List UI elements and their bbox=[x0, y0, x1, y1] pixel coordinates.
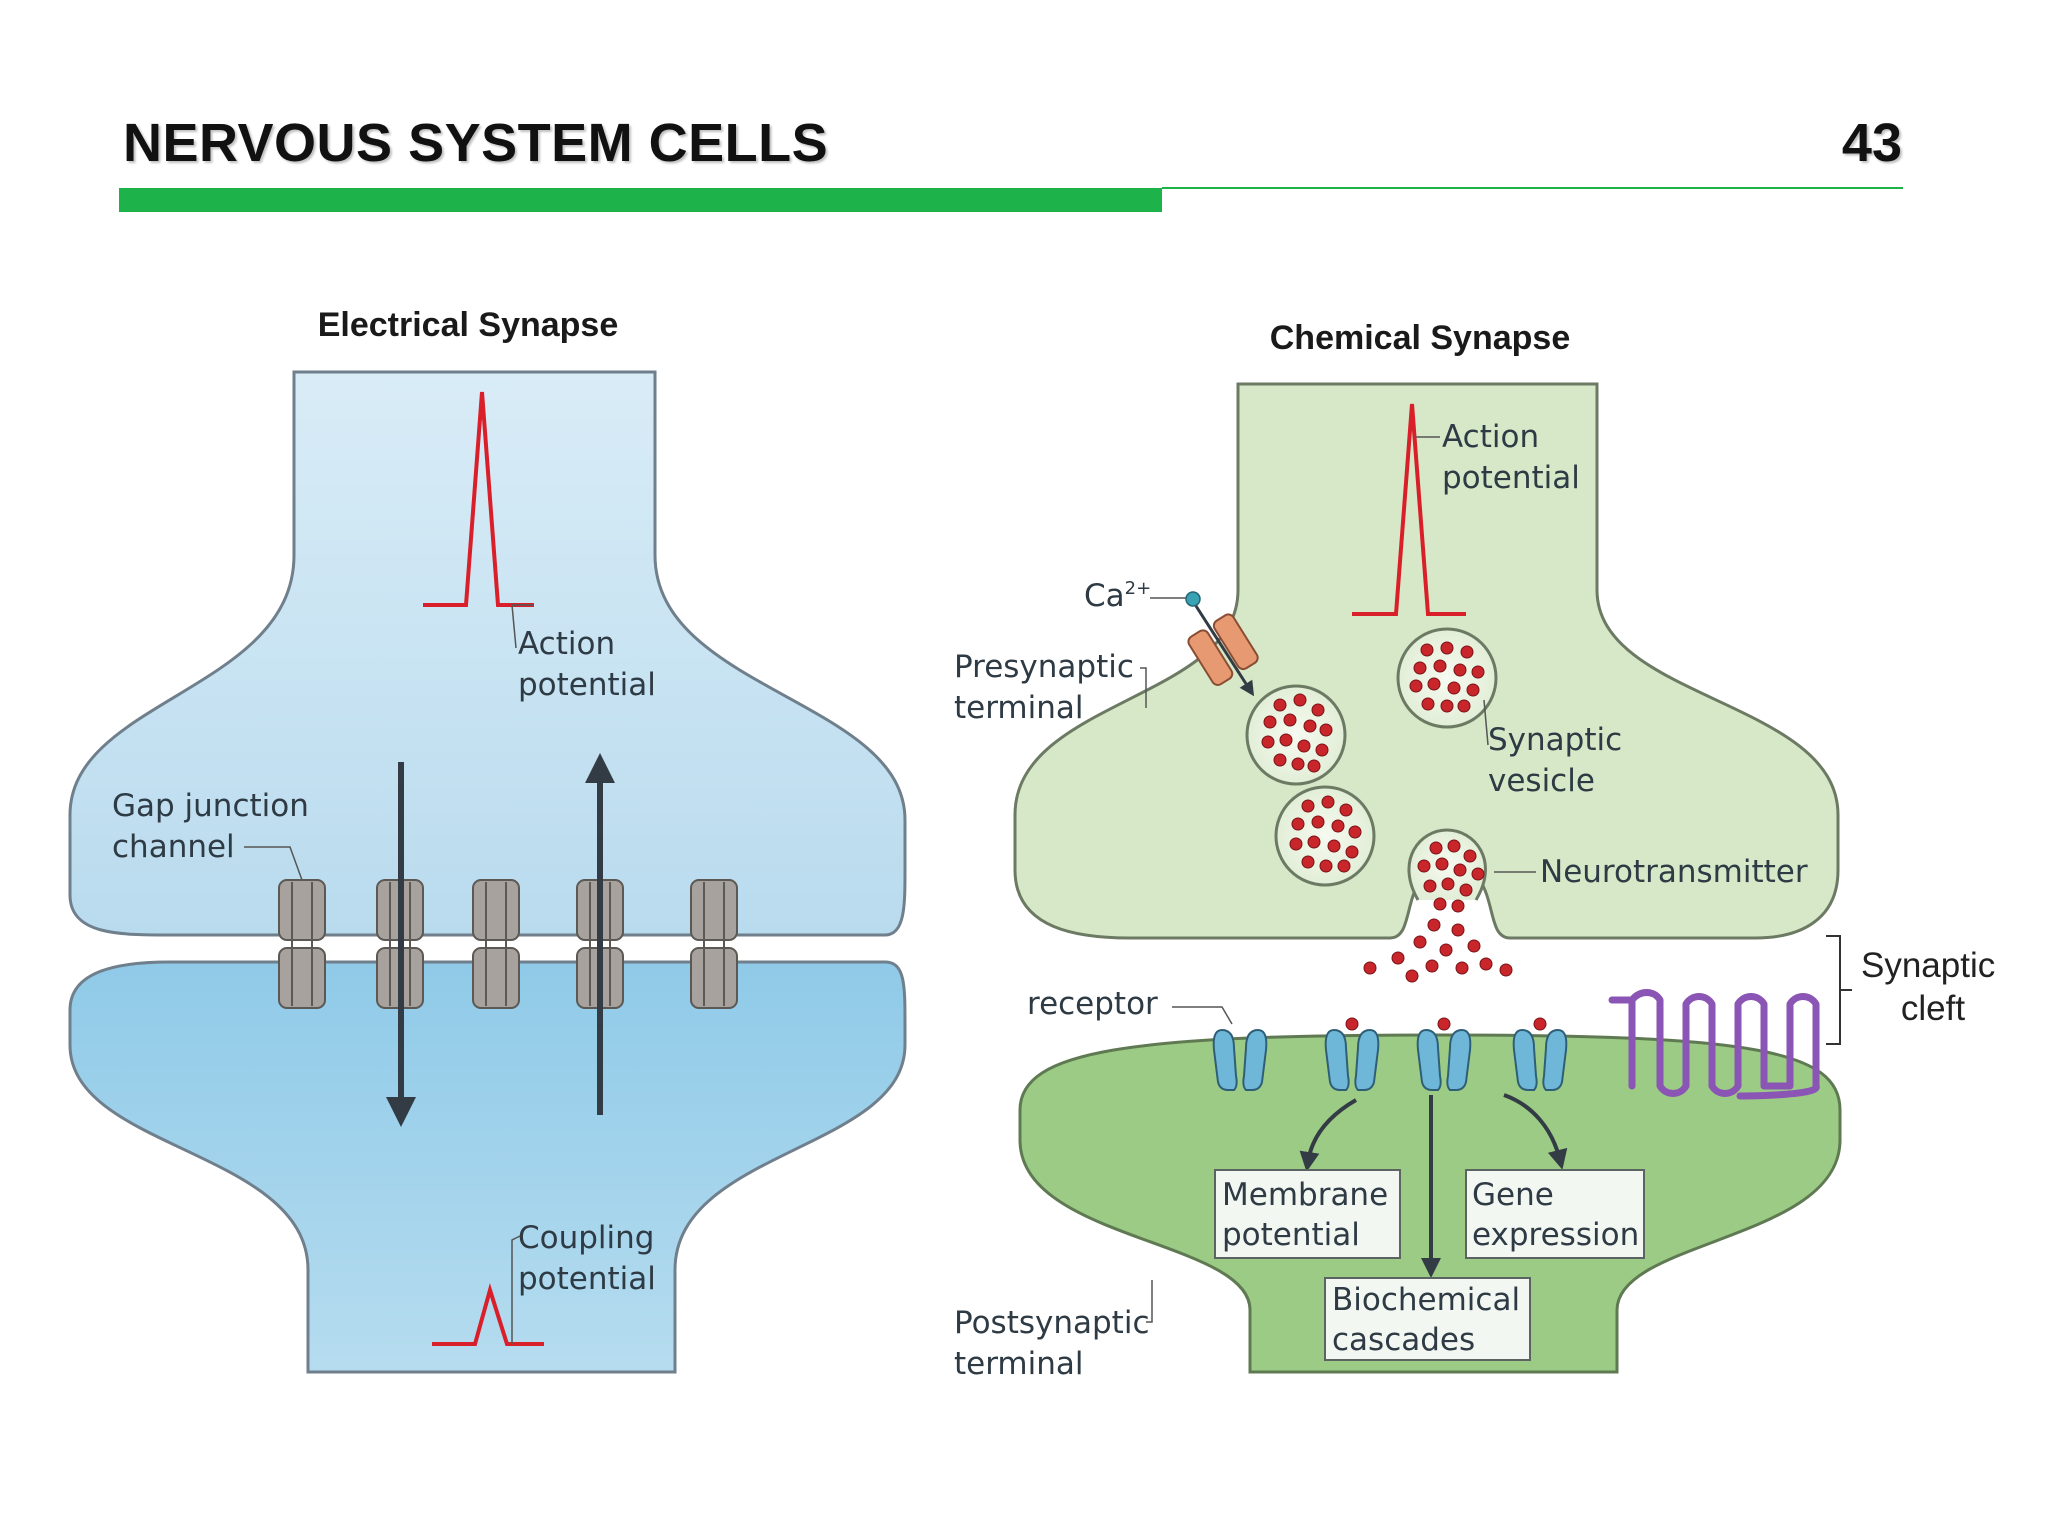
gap-junction-label: Gap junction channel bbox=[112, 788, 319, 865]
synaptic-vesicle-label: Synaptic vesicle bbox=[1488, 722, 1632, 799]
synaptic-vesicle bbox=[1245, 684, 1347, 786]
chemical-action-potential-trace bbox=[1352, 403, 1466, 616]
coupling-potential-trace bbox=[432, 1282, 544, 1346]
gap-junction-channel bbox=[472, 879, 520, 1009]
membrane-potential-box: Membrane potential bbox=[1214, 1169, 1401, 1259]
svg-text:Biochemical cascades: Biochemical cascades bbox=[1332, 1282, 1530, 1358]
electrical-action-potential-trace bbox=[423, 391, 534, 607]
receptor bbox=[1324, 1028, 1380, 1091]
bound-neurotransmitter bbox=[1345, 1017, 1547, 1031]
gap-junction-channel bbox=[278, 879, 326, 1009]
gene-expression-box: Gene expression bbox=[1465, 1169, 1645, 1259]
electrical-presynaptic-cell bbox=[68, 370, 907, 937]
title-underline-thin bbox=[1162, 187, 1903, 189]
calcium-influx-arrow bbox=[1194, 605, 1255, 697]
svg-text:Membrane potential: Membrane potential bbox=[1222, 1177, 1398, 1253]
title-underline-thick bbox=[119, 188, 1162, 212]
neurotransmitter-label: Neurotransmitter bbox=[1540, 854, 1808, 890]
slide-number: 43 bbox=[1841, 113, 1902, 173]
arrow-to-gene-expression bbox=[1503, 1093, 1568, 1170]
synaptic-vesicle bbox=[1274, 785, 1376, 887]
calcium-channel bbox=[1187, 613, 1259, 686]
receptor-label: receptor bbox=[1027, 986, 1158, 1022]
chemical-action-potential-label: Action potential bbox=[1442, 419, 1580, 496]
chemical-synapse-title: Chemical Synapse bbox=[1270, 319, 1570, 357]
presynaptic-terminal-label: Presynaptic terminal bbox=[954, 649, 1144, 726]
arrow-to-membrane-potential bbox=[1299, 1098, 1357, 1172]
receptor bbox=[1416, 1028, 1472, 1091]
calcium-ion bbox=[1185, 591, 1201, 607]
released-neurotransmitter bbox=[1363, 918, 1513, 983]
svg-text:Gene expression: Gene expression bbox=[1472, 1177, 1639, 1253]
slide-title: NERVOUS SYSTEM CELLS bbox=[123, 113, 829, 173]
electrical-action-potential-label: Action potential bbox=[518, 626, 656, 703]
receptor bbox=[1212, 1028, 1268, 1091]
synaptic-cleft-label: Synaptic cleft bbox=[1861, 946, 2005, 1028]
biochemical-cascades-box: Biochemical cascades bbox=[1324, 1277, 1531, 1361]
electrical-synapse-title: Electrical Synapse bbox=[318, 306, 619, 344]
receptors bbox=[1212, 1028, 1568, 1091]
gap-junction-channel bbox=[690, 879, 738, 1009]
postsynaptic-terminal-label: Postsynaptic terminal bbox=[954, 1305, 1159, 1382]
calcium-label: Ca2+ bbox=[1084, 578, 1151, 614]
synaptic-cleft-bracket bbox=[1826, 935, 1841, 1045]
coupling-potential-label: Coupling potential bbox=[518, 1220, 664, 1297]
fusing-vesicle bbox=[1407, 828, 1487, 913]
synaptic-vesicle bbox=[1396, 627, 1498, 729]
g-protein-coupled-receptor bbox=[1608, 989, 1820, 1100]
electrical-postsynaptic-cell bbox=[68, 960, 907, 1374]
receptor bbox=[1512, 1028, 1568, 1091]
